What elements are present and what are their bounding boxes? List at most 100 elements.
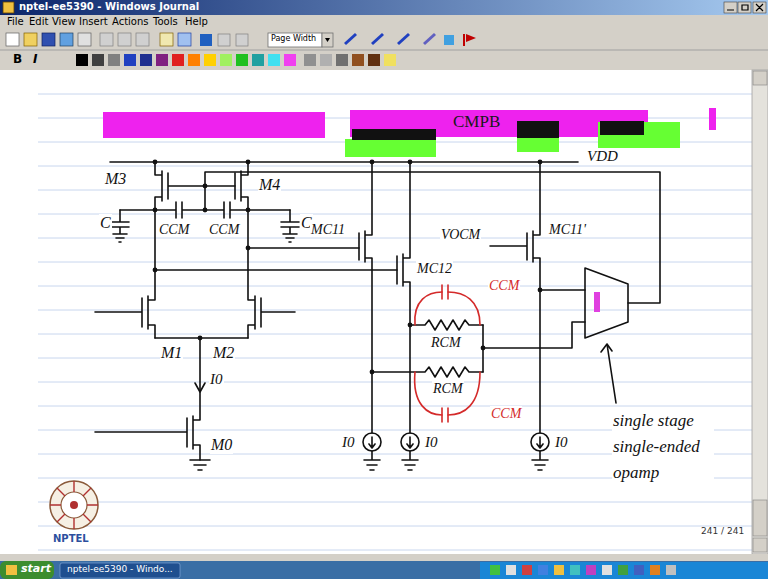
junction-dots: [408, 160, 413, 165]
highlighter-marks: [517, 137, 559, 152]
circuit-wires: [234, 173, 236, 199]
toolbar: [398, 34, 409, 44]
toolbar: [372, 34, 383, 44]
color-palette: [92, 54, 104, 66]
bold-button: B: [12, 53, 23, 66]
transistor-label: MC11: [310, 222, 346, 237]
toolbar: [424, 34, 435, 44]
circuit-wires: [359, 162, 372, 433]
nptel-logo: [70, 501, 78, 509]
toolbar: [236, 34, 248, 46]
ruled-page: [0, 70, 752, 554]
toolbar: [218, 34, 230, 46]
color-palette: [352, 54, 364, 66]
highlighter-marks: [103, 112, 325, 138]
circuit-wires: [95, 418, 187, 447]
junction-dots: [246, 246, 251, 251]
circuit-wires: [585, 268, 628, 338]
circuit-wires: [95, 162, 660, 470]
heading-note: CMPB: [452, 113, 501, 132]
taskbar: [490, 565, 500, 575]
circuit-wires: [120, 202, 290, 218]
junction-dots: [481, 346, 486, 351]
nptel-logo: [50, 481, 98, 529]
circuit-wires: [155, 248, 397, 270]
taskbar: [522, 565, 532, 575]
taskbar: [506, 565, 516, 575]
toolbar: [200, 34, 212, 46]
title-bar: [3, 2, 14, 13]
circuit-wires: [532, 451, 548, 470]
circuit-wires: [111, 210, 129, 242]
junction-dots: [370, 370, 375, 375]
menu-item: Edit: [28, 16, 49, 27]
scrollbar: [752, 70, 768, 554]
color-palette: [284, 54, 296, 66]
toolbar: [322, 33, 333, 47]
junction-dots: [538, 288, 543, 293]
circuit-wires: [364, 451, 380, 470]
transistor-label: M3: [104, 170, 127, 188]
color-palette: [220, 54, 232, 66]
capacitor-label: CCM: [208, 222, 240, 237]
ruled-page: [0, 70, 752, 554]
scrollbar: [753, 71, 767, 85]
transistor-label: M4: [258, 176, 281, 194]
junction-dots: [370, 160, 375, 165]
taskbar: [0, 554, 768, 579]
toolbar: [160, 33, 173, 46]
circuit-wires: [168, 173, 235, 199]
circuit-wires: [195, 383, 205, 392]
title-bar: [738, 2, 751, 13]
circuit-wires: [148, 162, 162, 338]
highlighter-marks: [103, 108, 716, 157]
taskbar: [538, 565, 548, 575]
scrollbar: [752, 70, 768, 554]
current-label: I0: [209, 371, 224, 388]
circuit-wires: [397, 162, 410, 433]
junction-dots: [203, 208, 208, 213]
circuit-wires: [601, 344, 616, 403]
taskbar: [0, 561, 54, 579]
color-palette: [236, 54, 248, 66]
menu-item: File: [6, 16, 25, 27]
zoom-dropdown-value: Page Width: [270, 35, 317, 44]
junction-dots: [246, 208, 251, 213]
red-ccm-capacitors: [442, 408, 448, 422]
transistor-label: MC11': [548, 222, 587, 237]
circuit-wires: [410, 320, 483, 330]
color-palette: [204, 54, 216, 66]
menu-item: Insert: [78, 16, 109, 27]
taskbar: [480, 562, 768, 579]
capacitor-label: CCM: [158, 222, 190, 237]
toolbar: [466, 34, 476, 42]
toolbar: [0, 29, 768, 70]
junction-dots: [246, 160, 251, 165]
bias-voltage-label: VOCM: [440, 227, 481, 242]
start-button: start: [20, 563, 52, 575]
color-palette: [140, 54, 152, 66]
current-label: I0: [341, 434, 356, 451]
capacitor-label: C: [99, 214, 112, 232]
scrollbar: [753, 500, 767, 536]
italic-button: I: [32, 53, 38, 66]
transistor-label: M0: [210, 436, 233, 454]
taskbar: [618, 565, 628, 575]
toolbar: [463, 34, 465, 46]
taskbar: [602, 565, 612, 575]
toolbar: [136, 33, 149, 46]
highlighter-marks: [352, 129, 436, 140]
menu-bar: [0, 15, 768, 29]
window-title: nptel-ee5390 - Windows Journal: [18, 1, 200, 12]
junction-dots: [153, 268, 158, 273]
toolbar: [0, 50, 768, 51]
page-counter: 241 / 241: [700, 527, 745, 537]
capacitor-label: CCM: [490, 406, 522, 421]
color-palette: [172, 54, 184, 66]
capacitor-label: CCM: [488, 278, 520, 293]
red-ccm-capacitors: [442, 285, 448, 299]
color-palette: [252, 54, 264, 66]
color-palette: [368, 54, 380, 66]
toolbar: [100, 33, 113, 46]
